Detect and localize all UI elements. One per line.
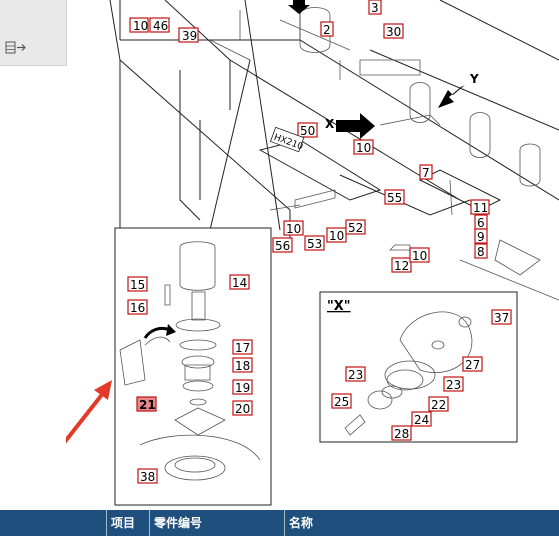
callout-19[interactable]: 19 — [232, 379, 253, 395]
callout-10-e[interactable]: 10 — [409, 247, 430, 263]
callout-56[interactable]: 56 — [272, 237, 293, 253]
svg-text:10: 10 — [286, 222, 301, 236]
parts-table-header: 项目 零件编号 名称 — [0, 510, 559, 536]
callout-17[interactable]: 17 — [232, 339, 253, 355]
y-arrow: Y — [438, 72, 479, 108]
callout-12[interactable]: 12 — [391, 257, 412, 273]
column-divider — [106, 510, 107, 536]
svg-text:14: 14 — [232, 276, 247, 290]
svg-text:10: 10 — [356, 141, 371, 155]
svg-text:39: 39 — [182, 29, 197, 43]
callout-25[interactable]: 25 — [331, 393, 352, 409]
callout-3[interactable]: 3 — [368, 0, 382, 15]
curved-arrow-head — [166, 324, 176, 336]
svg-text:20: 20 — [235, 402, 250, 416]
callout-20[interactable]: 20 — [232, 400, 253, 416]
callout-23-b[interactable]: 23 — [345, 366, 366, 382]
callout-10-b[interactable]: 10 — [353, 139, 374, 155]
collapse-right-icon — [5, 41, 26, 54]
svg-text:50: 50 — [300, 124, 315, 138]
collapse-panel-button[interactable] — [0, 38, 66, 58]
callout-9[interactable]: 9 — [474, 228, 488, 244]
svg-text:17: 17 — [235, 341, 250, 355]
column-blank — [0, 510, 106, 536]
callout-15[interactable]: 15 — [127, 276, 148, 292]
callout-30[interactable]: 30 — [383, 23, 404, 39]
svg-text:8: 8 — [477, 245, 485, 259]
arrow-x-label: X — [325, 117, 335, 131]
svg-text:30: 30 — [386, 25, 401, 39]
callout-24[interactable]: 24 — [411, 411, 432, 427]
callout-7[interactable]: 7 — [419, 164, 433, 180]
svg-text:46: 46 — [153, 19, 168, 33]
callout-53[interactable]: 53 — [304, 235, 325, 251]
svg-text:38: 38 — [140, 470, 155, 484]
svg-text:27: 27 — [465, 358, 480, 372]
callout-50[interactable]: 50 — [297, 122, 318, 138]
callout-16[interactable]: 16 — [127, 299, 148, 315]
callout-22[interactable]: 22 — [428, 396, 449, 412]
svg-text:10: 10 — [412, 249, 427, 263]
top-arrow — [288, 0, 310, 14]
callout-21[interactable]: 21 — [136, 396, 157, 412]
svg-text:6: 6 — [477, 216, 485, 230]
svg-text:18: 18 — [235, 359, 250, 373]
callout-52[interactable]: 52 — [345, 219, 366, 235]
callout-18[interactable]: 18 — [232, 357, 253, 373]
svg-text:16: 16 — [130, 301, 145, 315]
callout-11[interactable]: 11 — [470, 199, 490, 215]
column-item[interactable]: 项目 — [111, 516, 136, 530]
svg-text:28: 28 — [394, 427, 409, 441]
callout-2[interactable]: 2 — [320, 21, 334, 37]
callout-37[interactable]: 37 — [491, 309, 512, 325]
svg-text:15: 15 — [130, 278, 145, 292]
arrow-y-label: Y — [469, 72, 479, 86]
svg-text:23: 23 — [348, 368, 363, 382]
callout-8[interactable]: 8 — [474, 243, 488, 259]
callout-10-d[interactable]: 10 — [326, 227, 347, 243]
callout-46[interactable]: 46 — [149, 17, 170, 33]
column-divider — [284, 510, 285, 536]
callout-38[interactable]: 38 — [137, 468, 158, 484]
svg-text:24: 24 — [414, 413, 429, 427]
callout-28[interactable]: 28 — [391, 425, 412, 441]
callout-14[interactable]: 14 — [229, 274, 250, 290]
svg-text:10: 10 — [329, 229, 344, 243]
callout-6[interactable]: 6 — [474, 214, 488, 230]
svg-text:12: 12 — [394, 259, 409, 273]
callout-10-c[interactable]: 10 — [283, 220, 304, 236]
svg-text:53: 53 — [307, 237, 322, 251]
column-divider — [149, 510, 150, 536]
svg-text:56: 56 — [275, 239, 290, 253]
svg-text:52: 52 — [348, 221, 363, 235]
view-x-label: "X" — [327, 299, 351, 314]
svg-text:7: 7 — [422, 166, 430, 180]
svg-text:10: 10 — [133, 19, 148, 33]
callout-55[interactable]: 55 — [384, 189, 405, 205]
column-part-number[interactable]: 零件编号 — [154, 516, 203, 530]
svg-text:3: 3 — [371, 1, 379, 15]
svg-text:9: 9 — [477, 230, 485, 244]
side-panel — [0, 0, 67, 66]
svg-text:22: 22 — [431, 398, 446, 412]
annotation-arrow — [66, 380, 112, 444]
callout-10-a[interactable]: 10 — [129, 17, 149, 33]
parts-diagram: X Y "X" 10 46 39 2 3 30 50 10 HX210 7 55… — [66, 0, 559, 506]
callout-39[interactable]: 39 — [178, 27, 199, 43]
x-arrow: X — [325, 113, 375, 139]
svg-text:25: 25 — [334, 395, 349, 409]
column-name[interactable]: 名称 — [289, 516, 314, 530]
svg-text:23: 23 — [446, 378, 461, 392]
callout-23-a[interactable]: 23 — [443, 376, 464, 392]
svg-text:37: 37 — [494, 311, 509, 325]
svg-text:21: 21 — [139, 398, 156, 412]
callout-27[interactable]: 27 — [462, 356, 483, 372]
svg-text:19: 19 — [235, 381, 250, 395]
svg-text:11: 11 — [473, 201, 488, 215]
svg-text:2: 2 — [323, 23, 331, 37]
svg-text:55: 55 — [387, 191, 402, 205]
